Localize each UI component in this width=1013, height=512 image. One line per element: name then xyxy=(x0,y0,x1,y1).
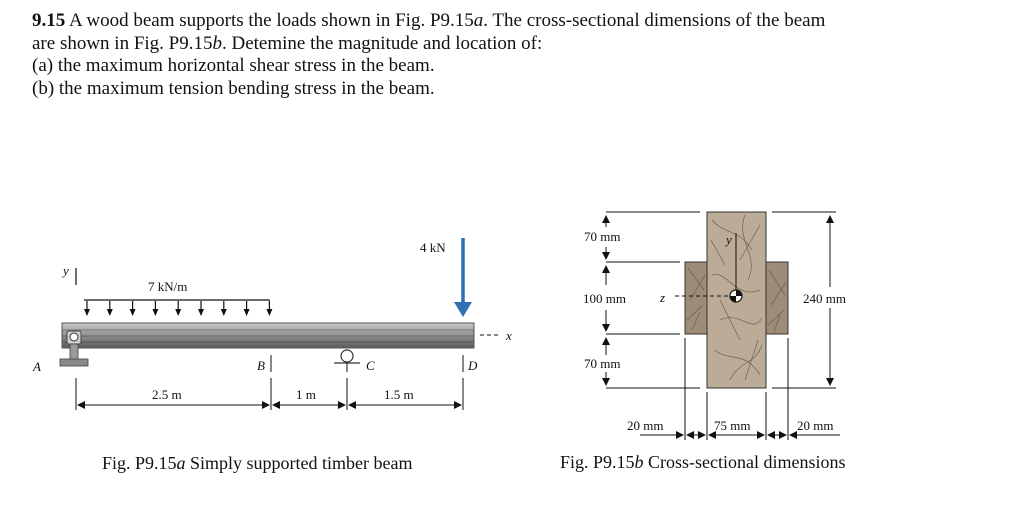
problem-line-2: are shown in Fig. P9.15b. Detemine the m… xyxy=(32,33,992,56)
problem-fig-ref: a xyxy=(473,10,484,31)
dimension-top-label: 70 mm xyxy=(584,229,620,244)
distributed-load-arrow-head xyxy=(175,309,182,316)
distributed-load-arrow-head xyxy=(129,309,136,316)
centroid-symbol xyxy=(729,289,743,303)
cross-section-figure: y z 70 mm 100 mm 70 mm 240 mm xyxy=(560,211,846,472)
pin-support-a xyxy=(59,330,89,367)
problem-text: are shown in Fig. P9.15 xyxy=(32,32,213,54)
distributed-load-arrow-head xyxy=(152,309,159,316)
timber-beam xyxy=(61,322,475,349)
problem-text: . The cross-sectional dimensions of the … xyxy=(483,10,826,31)
beam-figure: y 7 kN/m 4 kN x A B xyxy=(32,238,512,473)
z-axis-label: z xyxy=(659,290,665,305)
dimension-height-label: 240 mm xyxy=(803,291,846,306)
distributed-load-arrow-head xyxy=(84,309,90,316)
dimension-bc-label: 1 m xyxy=(296,387,316,402)
dimension-bottom-label: 70 mm xyxy=(584,356,620,371)
problem-text: . Detemine the magnitude and location of… xyxy=(222,32,543,54)
point-load-arrow-head xyxy=(454,302,472,317)
distributed-load-label: 7 kN/m xyxy=(148,279,187,294)
problem-part-b: (b) the maximum tension bending stress i… xyxy=(32,77,435,99)
problem-number: 9.15 xyxy=(32,10,66,31)
point-load-label: 4 kN xyxy=(420,240,446,255)
distributed-load-arrow-head xyxy=(243,309,250,316)
roller-support-c xyxy=(334,349,360,372)
distributed-load-arrow-head xyxy=(106,309,113,316)
dimension-mid-label: 100 mm xyxy=(583,291,626,306)
distributed-load-arrow-head xyxy=(198,309,204,316)
y-axis-label: y xyxy=(61,263,69,278)
point-d-label: D xyxy=(467,358,478,373)
width-right-label: 20 mm xyxy=(797,418,833,433)
problem-part-a: (a) the maximum horizontal shear stress … xyxy=(32,55,435,76)
problem-statement: 9.15 A wood beam supports the loads show… xyxy=(32,10,992,100)
point-a-label: A xyxy=(32,359,41,374)
dimension-ab-label: 2.5 m xyxy=(152,387,182,402)
width-left-label: 20 mm xyxy=(627,418,663,433)
width-mid-label: 75 mm xyxy=(714,418,750,433)
figure-b-caption: Fig. P9.15b Cross-sectional dimensions xyxy=(560,452,846,472)
distributed-load-arrows xyxy=(84,301,273,316)
left-side-plank xyxy=(684,261,708,335)
distributed-load-arrow-head xyxy=(266,309,273,316)
distributed-load-arrow-head xyxy=(220,309,227,316)
point-b-label: B xyxy=(257,358,265,373)
problem-text: A wood beam supports the loads shown in … xyxy=(65,10,474,31)
point-c-label: C xyxy=(366,358,375,373)
problem-fig-ref: b xyxy=(212,32,223,54)
x-axis-label: x xyxy=(505,328,512,343)
y-axis-section-label: y xyxy=(724,232,732,247)
problem-line-1: 9.15 A wood beam supports the loads show… xyxy=(32,10,992,33)
dimension-cd-label: 1.5 m xyxy=(384,387,414,402)
figure-a-caption: Fig. P9.15a Simply supported timber beam xyxy=(102,453,413,473)
